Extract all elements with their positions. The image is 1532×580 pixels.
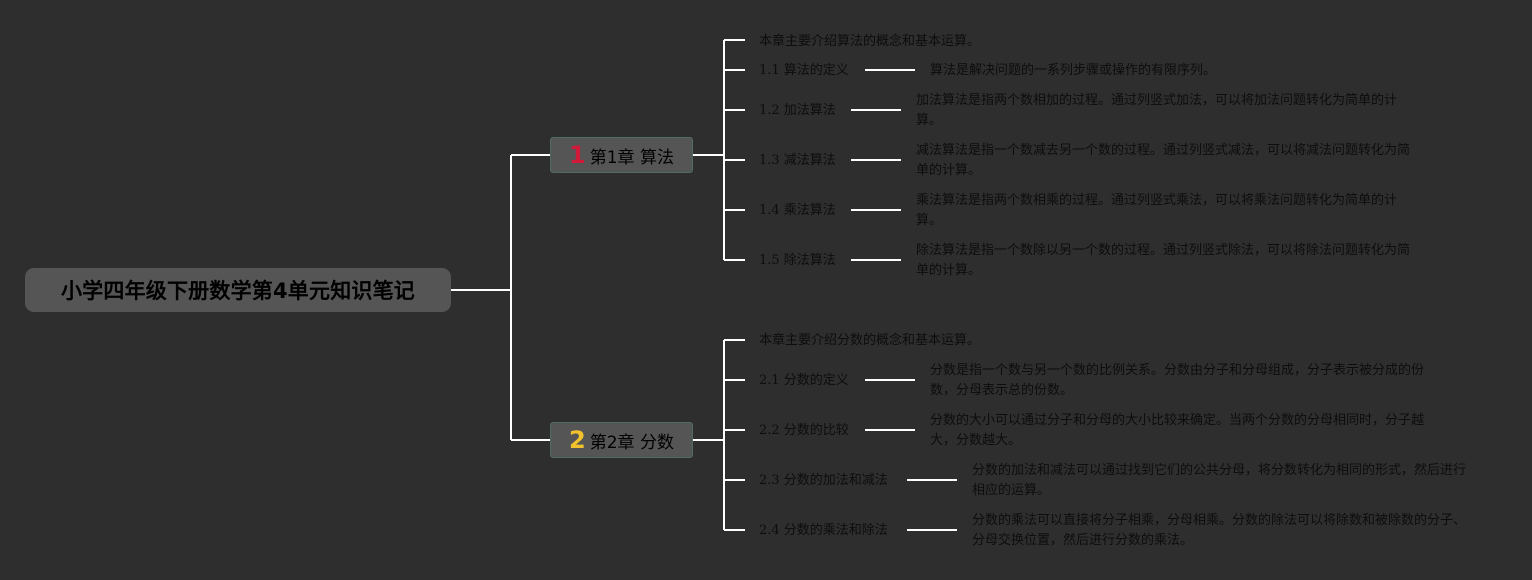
chapter-2-title: 第2章 分数: [589, 432, 674, 453]
item-1-1-desc[interactable]: 算法是解决问题的一系列步骤或操作的有限序列。: [930, 63, 1217, 78]
item-1-3-label[interactable]: 1.3 减法算法: [759, 153, 836, 168]
root-topic[interactable]: 小学四年级下册数学第4单元知识笔记: [25, 268, 451, 312]
item-1-5-desc[interactable]: 除法算法是指一个数除以另一个数的过程。通过列竖式除法，可以将除法问题转化为简单的…: [916, 243, 1411, 278]
item-2-3-desc[interactable]: 分数的加法和减法可以通过找到它们的公共分母，将分数转化为相同的形式，然后进行相应…: [972, 463, 1467, 498]
item-2-4-label[interactable]: 2.4 分数的乘法和除法: [759, 523, 888, 538]
item-2-2-label[interactable]: 2.2 分数的比较: [759, 423, 849, 438]
chapter-1-number: 1: [569, 141, 586, 169]
chapter-2-intro[interactable]: 本章主要介绍分数的概念和基本运算。: [759, 333, 981, 348]
item-1-3-desc[interactable]: 减法算法是指一个数减去另一个数的过程。通过列竖式减法，可以将减法问题转化为简单的…: [916, 143, 1411, 178]
item-1-2-desc[interactable]: 加法算法是指两个数相加的过程。通过列竖式加法，可以将加法问题转化为简单的计算。: [916, 93, 1398, 128]
root-title: 小学四年级下册数学第4单元知识笔记: [60, 279, 415, 303]
item-1-1-label[interactable]: 1.1 算法的定义: [759, 63, 849, 78]
chapter-2-node[interactable]: 2 第2章 分数: [550, 422, 693, 458]
item-2-1-label[interactable]: 2.1 分数的定义: [759, 373, 849, 388]
item-1-5-label[interactable]: 1.5 除法算法: [759, 253, 836, 268]
item-2-4-desc[interactable]: 分数的乘法可以直接将分子相乘，分母相乘。分数的除法可以将除数和被除数的分子、分母…: [972, 513, 1467, 548]
item-2-2-desc[interactable]: 分数的大小可以通过分子和分母的大小比较来确定。当两个分数的分母相同时，分子越大，…: [930, 413, 1425, 448]
item-1-4-label[interactable]: 1.4 乘法算法: [759, 203, 836, 218]
item-2-3-label[interactable]: 2.3 分数的加法和减法: [759, 473, 888, 488]
chapter-1-node[interactable]: 1 第1章 算法: [550, 137, 693, 173]
chapter-1-title: 第1章 算法: [589, 147, 674, 168]
item-1-2-label[interactable]: 1.2 加法算法: [759, 103, 836, 118]
item-1-4-desc[interactable]: 乘法算法是指两个数相乘的过程。通过列竖式乘法，可以将乘法问题转化为简单的计算。: [916, 193, 1398, 228]
chapter-2-number: 2: [569, 426, 586, 454]
item-2-1-desc[interactable]: 分数是指一个数与另一个数的比例关系。分数由分子和分母组成，分子表示被分成的份数，…: [930, 363, 1425, 398]
chapter-1-intro[interactable]: 本章主要介绍算法的概念和基本运算。: [759, 34, 981, 49]
